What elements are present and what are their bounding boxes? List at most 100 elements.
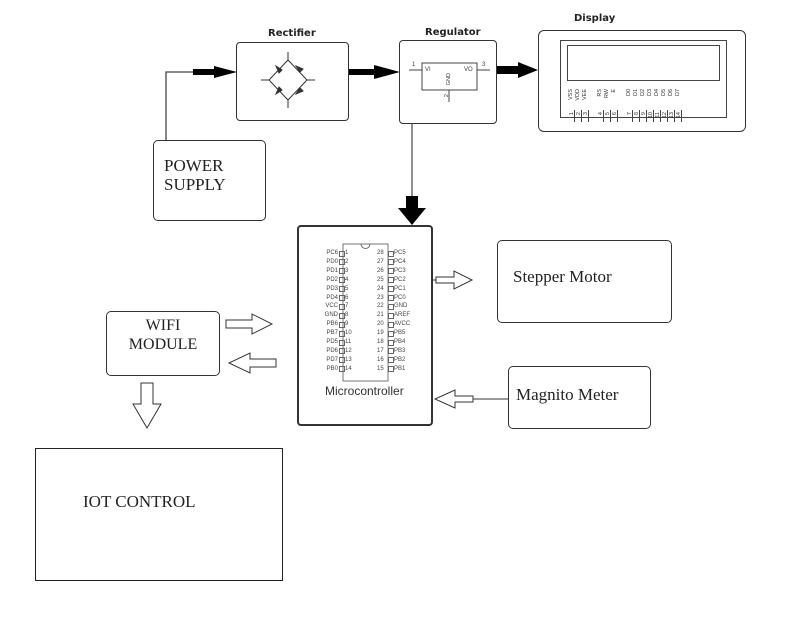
- mcu-pin-pad: [388, 366, 394, 373]
- mcu-pin-name: GND: [324, 312, 338, 319]
- lcd-pin-lead: [653, 110, 654, 122]
- lcd-pin-name: VEE: [582, 89, 588, 101]
- lcd-pin-lead: [581, 110, 582, 122]
- lcd-pin-lead: [667, 110, 668, 122]
- mcu-pin-number: 5: [345, 285, 349, 292]
- mcu-pin-pad: [339, 295, 345, 301]
- mcu-pin-pad: [388, 321, 394, 328]
- lcd-pin-lead: [674, 110, 675, 122]
- regulator-pin-gnd: GND: [446, 73, 452, 86]
- mcu-pin-number: 14: [345, 365, 352, 372]
- lcd-pin-number: 10: [648, 112, 654, 119]
- mcu-pin-name: PC4: [394, 258, 406, 265]
- mcu-pin-number: 24: [377, 285, 384, 292]
- iot-control-block: IOT CONTROL: [35, 448, 283, 581]
- wifi-to-iot-arrow: [132, 382, 162, 429]
- mcu-pin-name: PD5: [326, 339, 338, 345]
- mcu-pin-pad: [339, 366, 345, 373]
- lcd-pin-number: 8: [634, 112, 640, 116]
- mcu-pin-pad: [388, 286, 394, 293]
- lcd-pin-lead: [660, 110, 661, 122]
- lcd-screen: [567, 45, 720, 81]
- mcu-pin-name: PD2: [326, 276, 338, 283]
- stepper-motor-label: Stepper Motor: [513, 267, 612, 286]
- mcu-pin-number: 1: [345, 250, 349, 256]
- power-supply-line2: SUPPLY: [164, 175, 226, 194]
- display-block: [538, 30, 746, 132]
- lcd-pin-name: D3: [647, 89, 653, 97]
- magnito-meter-block: Magnito Meter: [508, 366, 651, 429]
- mcu-pin-number: 6: [345, 294, 349, 301]
- mcu-pin-pad: [339, 286, 345, 293]
- mcu-pin-pad: [339, 321, 345, 328]
- mcu-pin-name: AREF: [394, 312, 411, 319]
- lcd-pin-name: D1: [633, 89, 639, 97]
- mcu-pin-number: 22: [377, 303, 384, 310]
- mcu-pin-number: 28: [377, 250, 384, 256]
- lcd-pin-lead: [681, 110, 682, 122]
- rectifier-to-regulator-arrow: [348, 65, 400, 79]
- mcu-pin-pad: [339, 277, 345, 284]
- regulator-pin3: 3: [482, 62, 486, 68]
- mcu-pin-number: 12: [345, 347, 352, 354]
- mcu-to-stepper-arrow: [435, 270, 474, 290]
- mcu-to-wifi-arrow: [227, 352, 277, 374]
- lcd-pin-number: 1: [569, 112, 575, 116]
- lcd-pin-number: 12: [662, 112, 668, 119]
- lcd-pin-name: E: [611, 89, 617, 93]
- mcu-pin-name: PD3: [326, 285, 338, 292]
- regulator-title: Regulator: [425, 27, 481, 38]
- regulator-to-mcu-arrow: [398, 196, 426, 225]
- mcu-pin-pad: [388, 357, 394, 364]
- wifi-module-block: WIFI MODULE: [106, 311, 220, 376]
- magnito-meter-label: Magnito Meter: [516, 385, 619, 404]
- mcu-pin-number: 23: [377, 294, 384, 301]
- mcu-pin-pad: [339, 303, 345, 310]
- mcu-pin-name: PB2: [394, 356, 406, 363]
- lcd-pin-name: VDD: [575, 89, 581, 101]
- lcd-pin-number: 7: [627, 112, 633, 116]
- mcu-pin-name: PC6: [326, 250, 338, 256]
- mcu-pin-number: 20: [377, 321, 384, 328]
- lcd-pin-number: 5: [605, 112, 611, 116]
- lcd-pin-lead: [574, 110, 575, 122]
- lcd-pin-name: D6: [668, 89, 674, 97]
- mcu-pin-number: 19: [377, 330, 384, 337]
- mcu-pin-pad: [339, 339, 345, 346]
- iot-control-label: IOT CONTROL: [83, 492, 196, 511]
- mcu-pin-pad: [339, 312, 345, 319]
- mcu-pin-number: 4: [345, 276, 349, 283]
- mcu-pin-number: 8: [345, 312, 349, 319]
- mcu-pin-number: 10: [345, 330, 352, 337]
- display-title: Display: [574, 13, 616, 24]
- mcu-pin-name: PB4: [394, 339, 406, 345]
- mcu-pin-pad: [388, 312, 394, 319]
- mcu-pin-name: PC0: [394, 294, 406, 301]
- lcd-frame: [560, 40, 727, 118]
- lcd-pin-number: 9: [641, 112, 647, 116]
- regulator-block: [399, 40, 497, 124]
- mcu-pin-name: PD6: [326, 347, 338, 354]
- lcd-pin-name: D0: [626, 89, 632, 97]
- mcu-pin-number: 17: [377, 347, 384, 354]
- mcu-pin-name: PB1: [394, 365, 406, 372]
- lcd-pin-name: RS: [597, 89, 603, 97]
- lcd-pin-name: D5: [661, 89, 667, 97]
- mcu-pin-pad: [388, 259, 394, 266]
- mcu-pin-name: PB5: [394, 330, 406, 337]
- mcu-pin-pad: [388, 348, 394, 355]
- mcu-pin-name: PC3: [394, 267, 406, 274]
- mcu-pin-number: 26: [377, 267, 384, 274]
- microcontroller-block: [297, 225, 433, 426]
- mcu-pin-number: 18: [377, 339, 384, 345]
- mcu-pin-name: PD7: [326, 356, 338, 363]
- mcu-pin-number: 3: [345, 267, 349, 274]
- lcd-pin-lead: [610, 110, 611, 122]
- mcu-pin-number: 13: [345, 356, 352, 363]
- rectifier-block: [236, 42, 349, 121]
- mcu-pin-number: 15: [377, 365, 384, 372]
- wifi-module-line1: WIFI: [145, 317, 181, 334]
- regulator-pin1: 1: [412, 62, 416, 68]
- mcu-pin-name: PD4: [326, 294, 338, 301]
- lcd-pin-lead: [632, 110, 633, 122]
